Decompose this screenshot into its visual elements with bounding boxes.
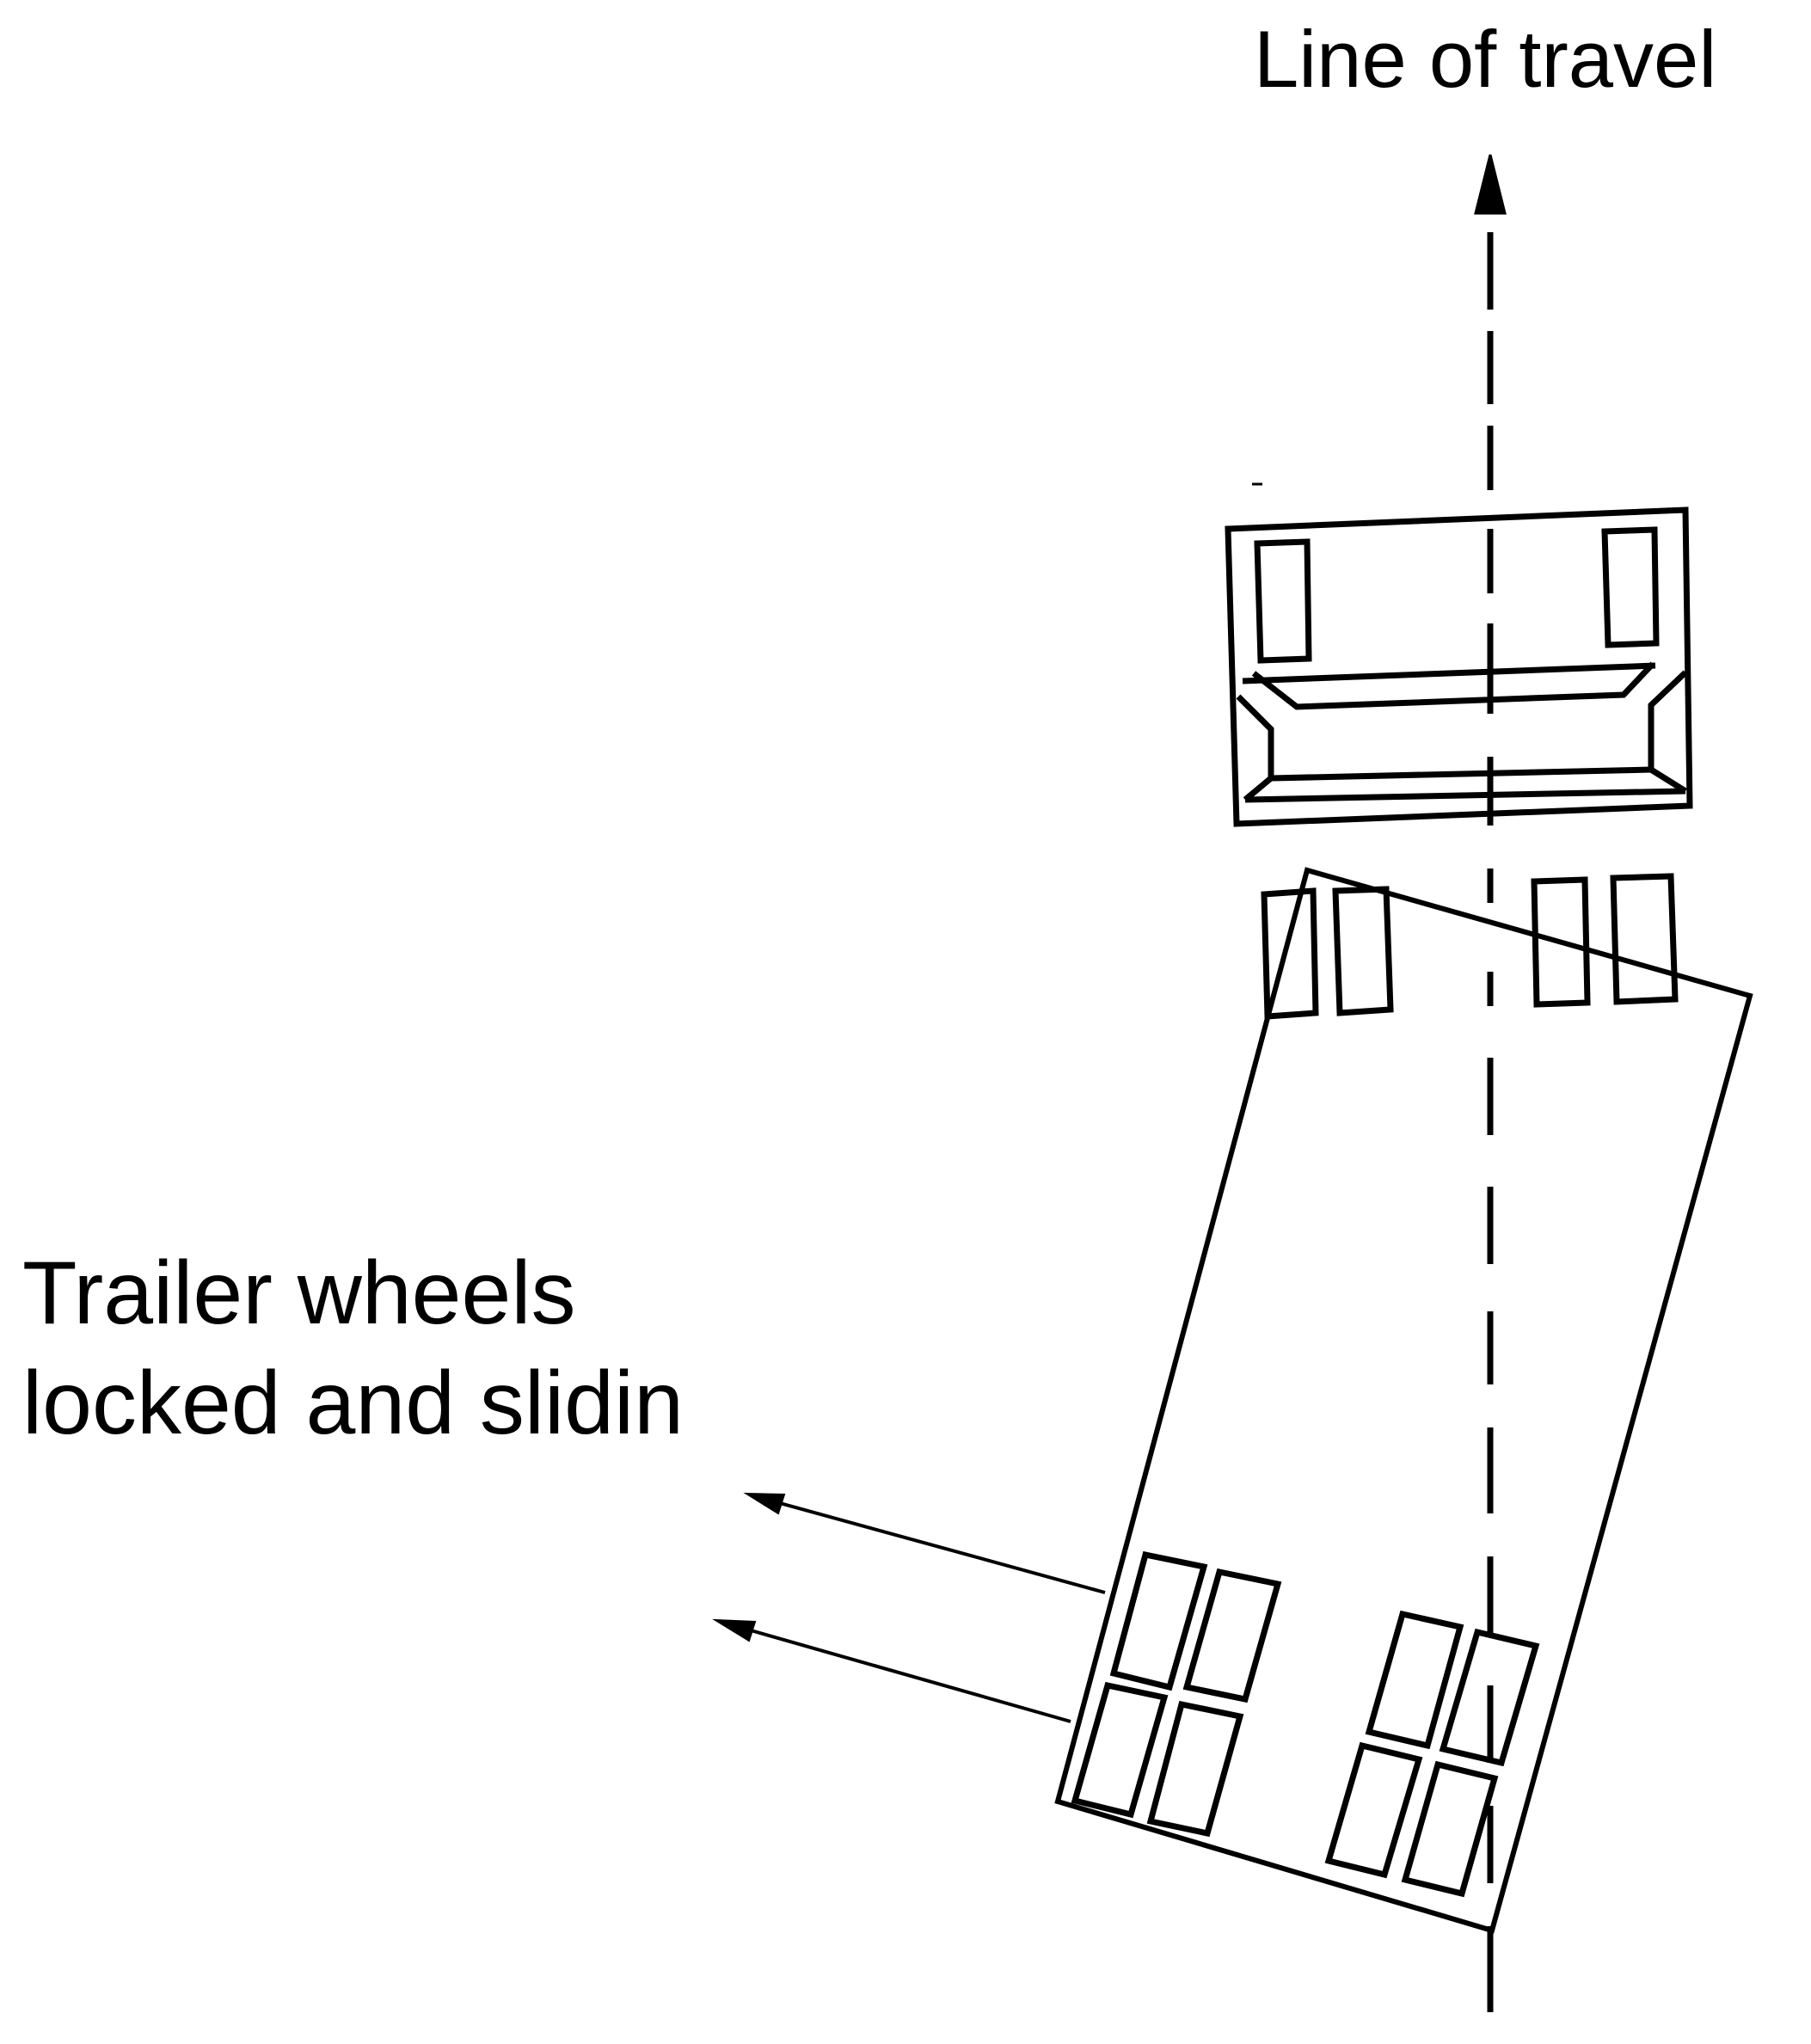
trailer <box>1054 867 1753 1934</box>
trailer-wheel-l2 <box>1182 1568 1282 1703</box>
drive-wheel-left-inner <box>1332 886 1394 1016</box>
drive-wheel-left-outer <box>1261 887 1319 1020</box>
trailer-wheel-r2 <box>1439 1628 1540 1767</box>
line-of-travel-label: Line of travel <box>1254 14 1717 104</box>
sliding-arrow-upper-head <box>743 1492 786 1515</box>
trailer-label-line2: locked and slidin <box>22 1353 684 1453</box>
steer-wheel-right <box>1601 526 1660 648</box>
drive-wheel-right-inner <box>1531 876 1591 1008</box>
sliding-arrow-upper-line <box>760 1496 1106 1594</box>
drive-wheel-right-outer <box>1610 873 1679 1005</box>
sliding-arrow-lower-line <box>732 1624 1071 1723</box>
cab-plate-bottom <box>1236 694 1274 802</box>
sliding-arrow-lower-head <box>712 1618 757 1642</box>
steer-wheel-left <box>1254 538 1312 664</box>
trailer-rear-wheels <box>1071 1550 1540 1898</box>
trailer-outline <box>1054 867 1753 1934</box>
trailer-wheel-r1 <box>1365 1610 1464 1750</box>
tractor-cab <box>1225 506 1693 827</box>
trailer-wheel-l1 <box>1109 1550 1208 1691</box>
trailer-wheel-r4 <box>1401 1760 1499 1898</box>
trailer-wheel-r3 <box>1324 1741 1423 1879</box>
tractor-drive-wheels <box>1261 873 1679 1020</box>
travel-direction-arrowhead <box>1474 154 1507 215</box>
sliding-arrows <box>712 1492 1106 1723</box>
trailer-wheel-l4 <box>1146 1700 1244 1838</box>
trailer-label-line1: Trailer wheels <box>22 1243 576 1343</box>
cab-fifth-wheel-plate <box>1251 661 1655 710</box>
trailer-wheels-label: Trailer wheels locked and slidin <box>22 1238 709 1458</box>
cab-outline <box>1225 506 1693 827</box>
trailer-wheel-l3 <box>1071 1681 1169 1819</box>
